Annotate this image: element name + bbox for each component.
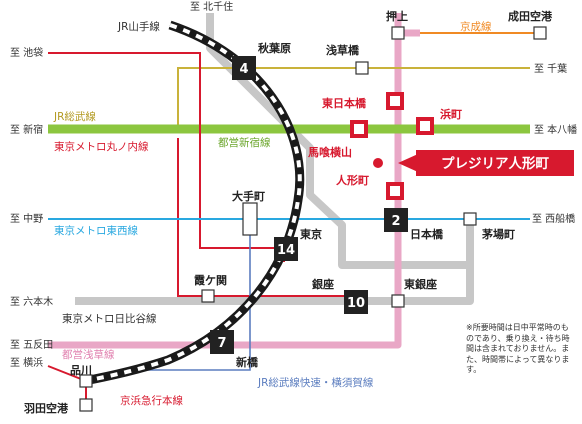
asakusabashi-marker — [355, 61, 369, 75]
minutes-badge-shinbashi — [210, 330, 234, 354]
label-jr-sobu: JR総武線 — [53, 110, 96, 123]
station-kayabacho: 茅場町 — [482, 227, 515, 241]
station-otemachi: 大手町 — [232, 189, 265, 203]
minutes-shinbashi: 7 — [217, 336, 226, 351]
label-jr-yamanote: JR山手線 — [117, 20, 160, 33]
label-jr-yokosuka: JR総武線快速・横須賀線 — [257, 376, 374, 389]
property-label-bg — [416, 150, 574, 176]
dest-ikebukuro: 至 池袋 — [10, 46, 43, 59]
station-hamacho: 浜町 — [440, 107, 462, 121]
kayabacho-marker — [463, 212, 477, 226]
dest-nishifunabashi: 至 西船橋 — [532, 212, 575, 225]
kasumigaseki-marker — [201, 289, 215, 303]
label-tozai: 東京メトロ東西線 — [54, 224, 138, 237]
jr-yamanote-line — [83, 20, 305, 386]
ningyocho-marker-inner — [390, 186, 400, 196]
property-name: プレジリア人形町 — [441, 156, 549, 172]
station-oshiage: 押上 — [386, 9, 408, 23]
minutes-nihonbashi: 2 — [391, 214, 400, 229]
station-asakusabashi: 浅草橋 — [326, 43, 360, 57]
station-higashiginza: 東銀座 — [404, 277, 437, 291]
jr-yokosuka-line — [142, 210, 251, 371]
haneda-marker — [79, 398, 93, 412]
minutes-badge-ginza — [344, 290, 368, 314]
higashiginza-marker — [391, 294, 405, 308]
dest-chiba: 至 千葉 — [534, 62, 567, 75]
station-bakuroyokoyama: 馬喰横山 — [308, 145, 352, 159]
dest-gotanda: 至 五反田 — [10, 339, 53, 351]
shinagawa-marker — [79, 374, 93, 388]
dest-shinjuku: 至 新宿 — [10, 123, 43, 136]
higashinihonbashi-marker-inner — [390, 96, 400, 106]
label-asakusa: 都営浅草線 — [62, 348, 115, 361]
narita-marker — [533, 26, 547, 40]
minutes-tokyo: 14 — [277, 243, 295, 258]
dest-motoyawata: 至 本八幡 — [534, 123, 577, 136]
oshiage-marker — [391, 26, 405, 40]
dest-roppongi: 至 六本木 — [10, 295, 53, 308]
minutes-badge-nihonbashi — [384, 208, 408, 232]
dest-nakano: 至 中野 — [10, 212, 43, 225]
label-toei-shinjuku: 都営新宿線 — [218, 136, 271, 149]
label-marunouchi: 東京メトロ丸ノ内線 — [54, 140, 149, 153]
label-hibiya: 東京メトロ日比谷線 — [62, 312, 157, 325]
dest-yokohama: 至 横浜 — [10, 356, 43, 369]
jr-yamanote-line-inner — [83, 23, 302, 383]
station-kasumigaseki: 霞ケ関 — [194, 274, 227, 287]
label-keikyu: 京浜急行本線 — [120, 394, 183, 407]
bakuroyokoyama-marker-inner — [354, 124, 364, 134]
station-ningyocho: 人形町 — [336, 173, 369, 187]
hamacho-marker-inner — [420, 121, 430, 131]
station-higashinihonbashi: 東日本橋 — [322, 96, 367, 110]
station-narita: 成田空港 — [508, 9, 553, 23]
hibiya-line — [75, 13, 474, 305]
dest-kitasenju: 至 北千住 — [190, 0, 233, 13]
station-shinagawa: 品川 — [70, 364, 92, 377]
station-ginza: 銀座 — [312, 277, 334, 291]
otemachi-marker — [242, 202, 258, 236]
travel-time-note: ※所要時間は日中平常時のものであり、乗り換え・待ち時間は含まれておりません。また… — [466, 323, 570, 374]
station-tokyo: 東京 — [300, 227, 322, 241]
station-akihabara: 秋葉原 — [258, 41, 291, 55]
station-haneda: 羽田空港 — [24, 401, 69, 415]
station-nihonbashi: 日本橋 — [410, 227, 444, 241]
label-keisei: 京成線 — [460, 20, 492, 33]
minutes-akihabara: 4 — [239, 62, 248, 77]
property-label-pointer — [398, 154, 418, 172]
property-location-dot — [373, 158, 383, 168]
minutes-badge-akihabara — [232, 56, 256, 80]
minutes-ginza: 10 — [347, 296, 365, 311]
minutes-badge-tokyo — [274, 237, 298, 261]
station-shinbashi: 新橋 — [236, 355, 259, 369]
